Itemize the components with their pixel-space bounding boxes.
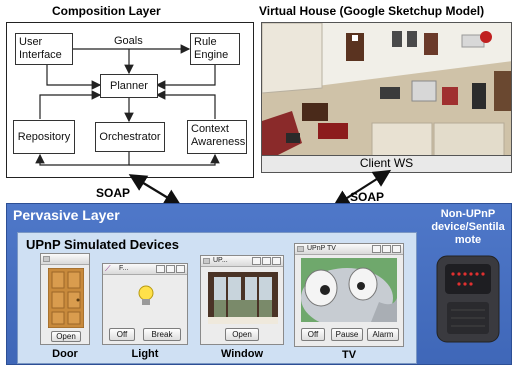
window-window-titlebar: UP... (201, 256, 283, 267)
wall-door (346, 33, 364, 61)
soap-left-label: SOAP (96, 186, 131, 200)
tv-off-button[interactable]: Off (301, 328, 325, 341)
door-label: Door (52, 348, 78, 360)
window-controls[interactable] (371, 245, 401, 255)
orchestrator-to-context-arrow (129, 153, 220, 166)
ui-to-planner-arrow (46, 63, 102, 90)
feather-icon: ⟋ (105, 264, 111, 273)
window-icon (208, 272, 278, 324)
lightbulb-icon (138, 285, 154, 305)
virtual-house-title: Virtual House (Google Sketchup Model) (259, 4, 485, 18)
light-break-button[interactable]: Break (143, 328, 181, 341)
window-device-window: UP... Open (200, 255, 284, 345)
pervasive-layer-title: Pervasive Layer (13, 207, 120, 223)
door-device-window: Open (40, 253, 90, 345)
client-ws-bar: Client WS (261, 155, 512, 173)
house-rendering (262, 23, 511, 171)
composition-arrows (35, 44, 220, 166)
window-window-title: UP... (213, 257, 228, 264)
app-icon (297, 246, 304, 252)
soap-right-label: SOAP (350, 190, 385, 204)
planner-node: Planner (100, 74, 158, 98)
tv-alarm-button[interactable]: Alarm (367, 328, 399, 341)
tv-pause-button[interactable]: Pause (331, 328, 363, 341)
window-label: Window (220, 348, 264, 360)
context-to-planner-arrow (155, 90, 216, 119)
rule-to-planner-arrow (155, 63, 216, 90)
tv-window-titlebar: UPnP TV (295, 244, 403, 255)
user-interface-node: User Interface (15, 33, 73, 65)
orchestrator-node: Orchestrator (95, 122, 165, 152)
app-icon (43, 256, 50, 262)
light-window-titlebar: ⟋ F... (103, 264, 187, 275)
virtual-house-image (261, 22, 512, 172)
rule-engine-node: Rule Engine (190, 33, 240, 65)
door-window-titlebar (41, 254, 89, 265)
light-window-title: F... (119, 265, 129, 272)
soap-left-arrow (128, 174, 182, 207)
tv-label: TV (341, 349, 357, 361)
tv-device-window: UPnP TV Off Pause Alarm (294, 243, 404, 347)
window-controls[interactable] (251, 257, 281, 267)
repository-node: Repository (13, 120, 75, 154)
window-open-button[interactable]: Open (225, 328, 259, 341)
light-device-window: ⟋ F... Off Break (102, 263, 188, 345)
door-open-button[interactable]: Open (51, 331, 81, 342)
context-awareness-node: Context Awareness (187, 120, 247, 154)
app-icon (203, 258, 210, 264)
door-icon (48, 268, 84, 328)
repository-to-planner-arrow (39, 90, 102, 119)
orchestrator-to-repository-arrow (35, 151, 130, 166)
goals-label: Goals (114, 35, 143, 47)
upnp-devices-title: UPnP Simulated Devices (26, 237, 179, 252)
red-couch (318, 123, 348, 139)
composition-layer-title: Composition Layer (52, 4, 161, 18)
light-label: Light (131, 348, 159, 360)
light-off-button[interactable]: Off (109, 328, 135, 341)
non-upnp-label: Non-UPnP device/Sentila mote (431, 208, 505, 246)
sofa-left (262, 111, 302, 163)
upnp-devices-panel: UPnP Simulated Devices Open Door ⟋ F... (17, 232, 417, 364)
tv-screen-image (301, 258, 397, 322)
composition-layer-box: User Interface Goals Rule Engine Planner… (6, 22, 254, 178)
window-controls[interactable] (155, 265, 185, 275)
tv-window-title: UPnP TV (307, 245, 336, 252)
pervasive-layer-panel: Pervasive Layer Non-UPnP device/Sentila … (6, 203, 512, 365)
sentila-mote-device (436, 255, 500, 343)
